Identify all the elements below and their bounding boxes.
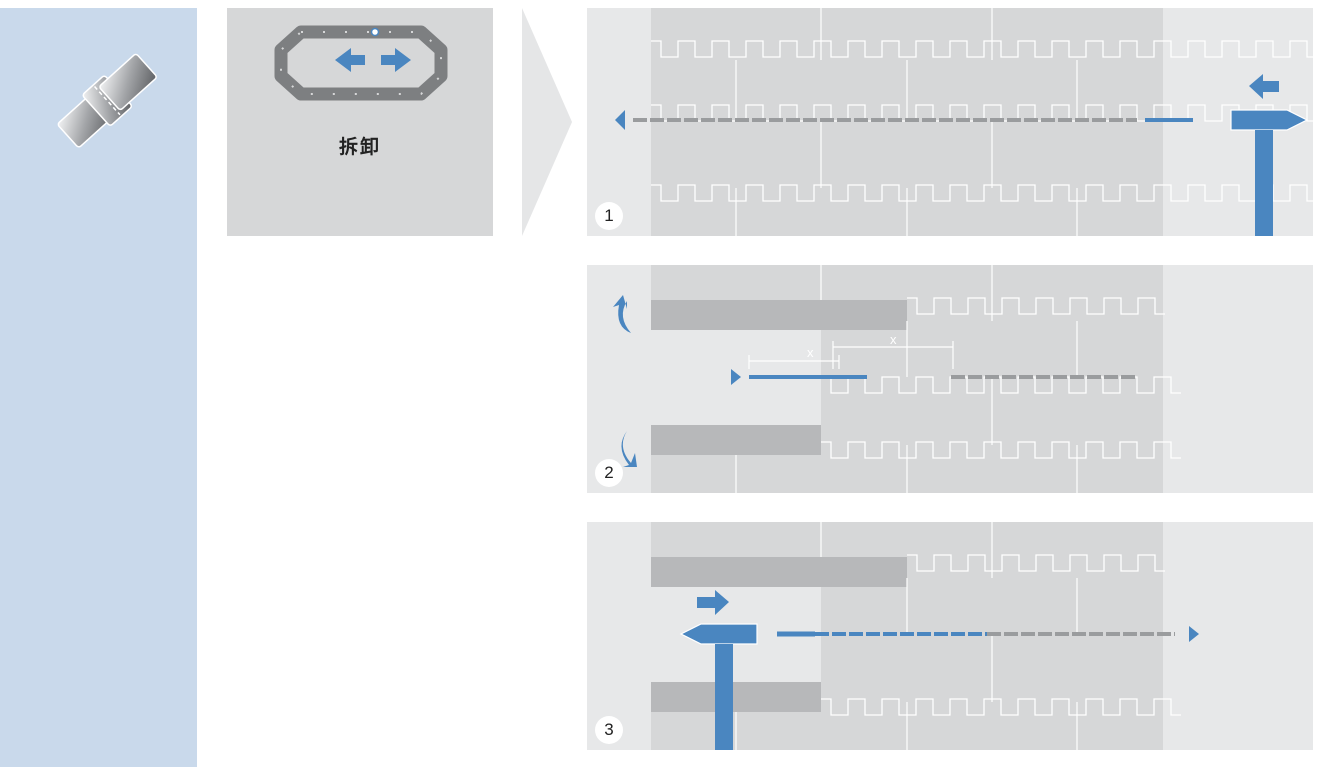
hammer-icon <box>679 623 758 750</box>
dimension-label-2: x <box>890 332 897 347</box>
curved-arrow-icon <box>613 295 631 333</box>
step-number: 3 <box>595 716 623 744</box>
sidebar-panel <box>0 8 197 767</box>
step-2-panel: x x 2 <box>587 265 1313 493</box>
step-1-illustration <box>615 8 1313 236</box>
curved-arrow-icon <box>621 431 637 467</box>
step-number: 2 <box>595 459 623 487</box>
step-number: 1 <box>595 202 623 230</box>
step-3-illustration <box>651 522 1199 750</box>
overview-card: 拆卸 <box>227 8 493 236</box>
hammer-icon <box>1230 109 1309 236</box>
step-2-illustration: x x <box>613 265 1181 493</box>
chevron-arrow-right-icon <box>522 8 572 236</box>
step-3-panel: 3 <box>587 522 1313 750</box>
step-1-panel: 1 <box>587 8 1313 236</box>
chain-loop-with-arrows-icon <box>274 25 448 101</box>
overview-label: 拆卸 <box>338 136 381 158</box>
dimension-label-1: x <box>807 345 814 360</box>
chain-link-icon <box>57 53 157 148</box>
